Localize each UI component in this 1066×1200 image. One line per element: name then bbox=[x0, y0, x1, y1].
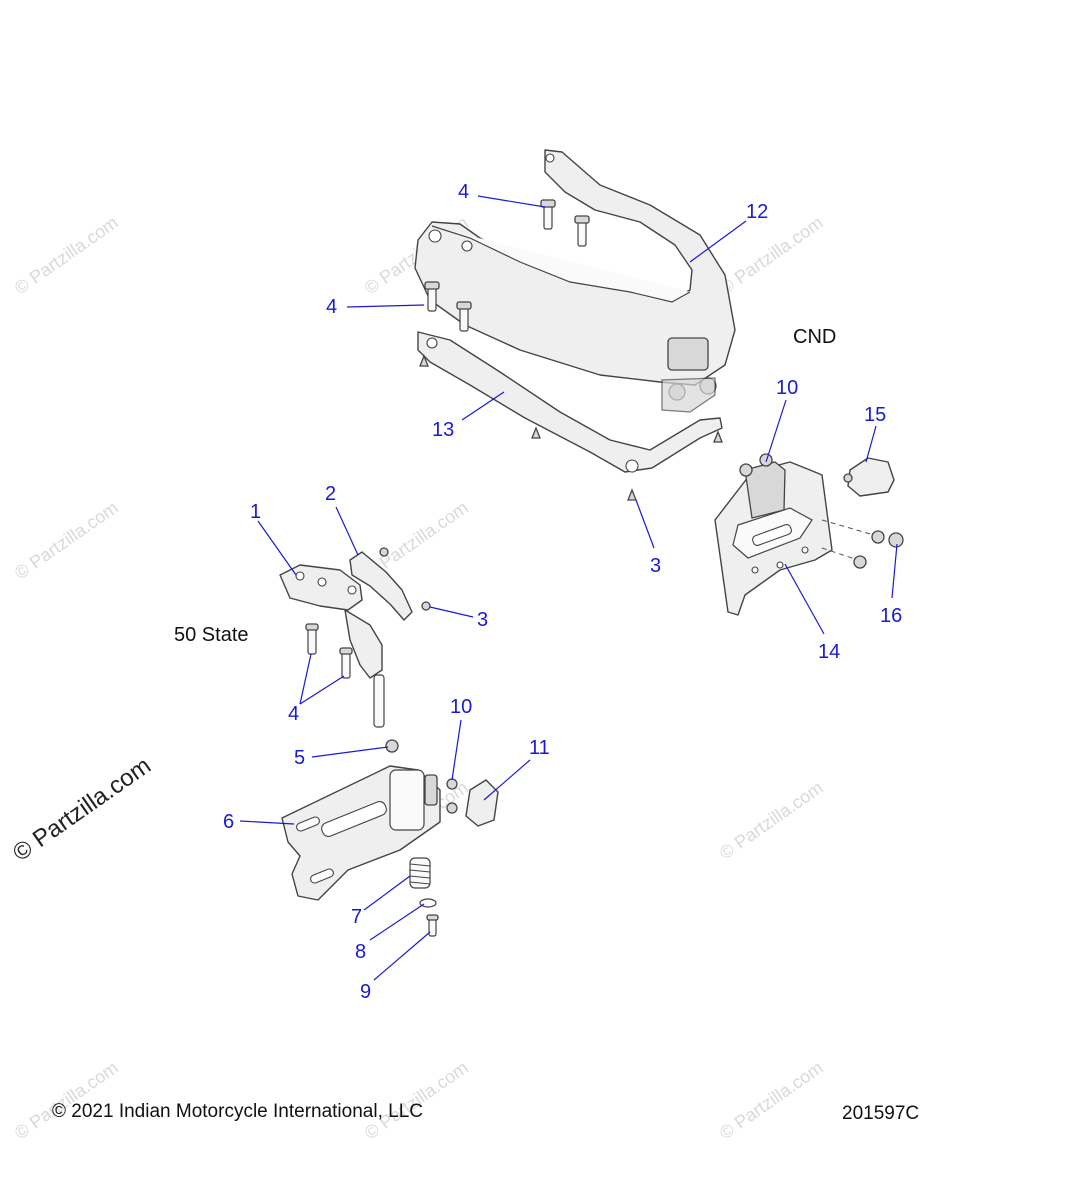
bracket-strap-part-13 bbox=[417, 331, 723, 501]
callout-4: 4 bbox=[326, 296, 337, 318]
fastener-part-16 bbox=[821, 519, 904, 569]
bolt-part-4-left bbox=[305, 623, 353, 679]
leader-lines bbox=[239, 195, 898, 981]
watermark-3: © Partzilla.com bbox=[716, 212, 827, 298]
callout-15: 15 bbox=[864, 404, 886, 426]
lamp-part-11 bbox=[465, 779, 499, 827]
grab-rail-part-12 bbox=[414, 149, 736, 413]
license-lamp-part-15 bbox=[843, 457, 895, 497]
callout-16: 16 bbox=[880, 605, 902, 627]
variant-label-cnd: CND bbox=[793, 326, 836, 348]
license-plate-bracket-part-14 bbox=[714, 461, 833, 616]
callout-7: 7 bbox=[351, 906, 362, 928]
callout-3: 3 bbox=[650, 555, 661, 577]
callout-4: 4 bbox=[288, 703, 299, 725]
rail-latch-block bbox=[667, 337, 709, 371]
rail-mount-hole bbox=[461, 240, 473, 252]
callout-10: 10 bbox=[776, 377, 798, 399]
spring-part-7 bbox=[409, 857, 431, 889]
callout-8: 8 bbox=[355, 941, 366, 963]
watermark-1: © Partzilla.com bbox=[11, 212, 122, 298]
watermark-6: © Partzilla.com bbox=[716, 777, 827, 863]
stay-bracket-part-1 bbox=[279, 564, 385, 728]
callout-6: 6 bbox=[223, 811, 234, 833]
callout-1: 1 bbox=[250, 501, 261, 523]
rail-mount-hole bbox=[545, 153, 555, 163]
copyright-notice: © 2021 Indian Motorcycle International, … bbox=[52, 1101, 423, 1122]
callout-9: 9 bbox=[360, 981, 371, 1003]
clip-part-5 bbox=[385, 739, 399, 753]
callout-3: 3 bbox=[477, 609, 488, 631]
callouts: 4 4 12 13 3 10 15 16 14 1 2 3 4 5 6 10 1… bbox=[223, 181, 902, 1003]
pivot-plate-part-6 bbox=[281, 765, 441, 901]
callout-2: 2 bbox=[325, 483, 336, 505]
screw-part-3-left bbox=[421, 601, 431, 611]
variant-label-50-state: 50 State bbox=[174, 624, 249, 646]
watermark-prominent: © Partzilla.com bbox=[8, 752, 156, 867]
bolt-part-9 bbox=[426, 914, 439, 937]
callout-11: 11 bbox=[529, 737, 550, 759]
nut-part-10-cnd bbox=[739, 453, 773, 477]
callout-14: 14 bbox=[818, 641, 840, 663]
washer-part-8 bbox=[419, 898, 437, 908]
callout-4: 4 bbox=[458, 181, 469, 203]
bracket-part-2 bbox=[349, 547, 413, 621]
rail-mount-hole bbox=[428, 229, 442, 243]
callout-10: 10 bbox=[450, 696, 472, 718]
callout-13: 13 bbox=[432, 419, 454, 441]
bolt-part-4-top bbox=[424, 199, 590, 332]
callout-12: 12 bbox=[746, 201, 768, 223]
watermark-10: © Partzilla.com bbox=[716, 1057, 827, 1143]
watermark-4: © Partzilla.com bbox=[11, 497, 122, 583]
figure-id: 201597C bbox=[842, 1103, 919, 1124]
callout-5: 5 bbox=[294, 747, 305, 769]
